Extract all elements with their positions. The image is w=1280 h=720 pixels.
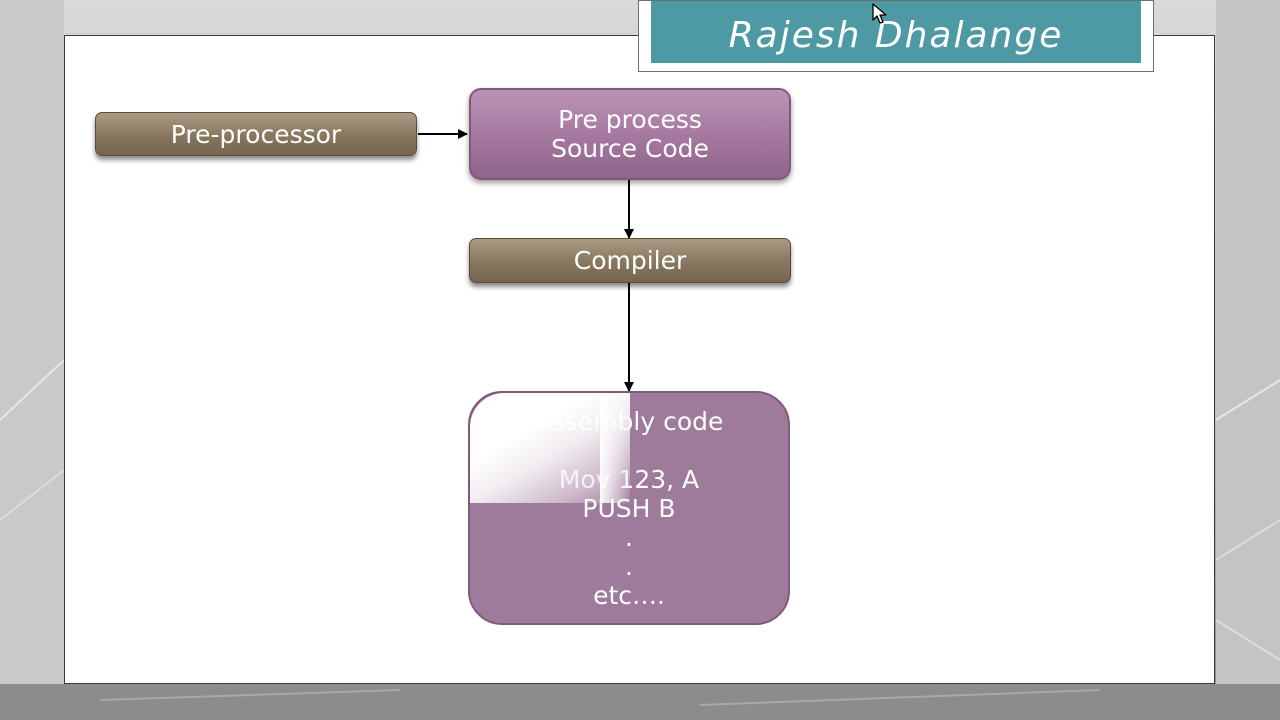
preprocess-source-line2: Source Code: [551, 134, 709, 163]
mouse-pointer-icon: [872, 3, 887, 24]
assembly-line-dot1: .: [625, 523, 633, 552]
compiler-label: Compiler: [573, 246, 687, 275]
compiler-node: Compiler: [469, 238, 791, 283]
assembly-line-dot2: .: [625, 552, 633, 581]
preprocessor-label: Pre-processor: [170, 119, 342, 149]
preprocessor-node: Pre-processor: [95, 112, 417, 156]
assembly-code-node: Assembly code Mov 123, A PUSH B . . etc……: [468, 391, 790, 625]
author-name: Rajesh Dhalange: [728, 14, 1064, 56]
preprocess-source-node: Pre process Source Code: [469, 88, 791, 180]
preprocess-source-line1: Pre process: [558, 105, 702, 134]
author-banner: Rajesh Dhalange: [638, 0, 1154, 72]
assembly-line-title: Assembly code: [534, 407, 724, 436]
assembly-line-push: PUSH B: [582, 494, 676, 523]
assembly-line-etc: etc….: [593, 581, 665, 610]
author-banner-fill: Rajesh Dhalange: [651, 1, 1141, 63]
assembly-line-mov: Mov 123, A: [558, 465, 700, 494]
